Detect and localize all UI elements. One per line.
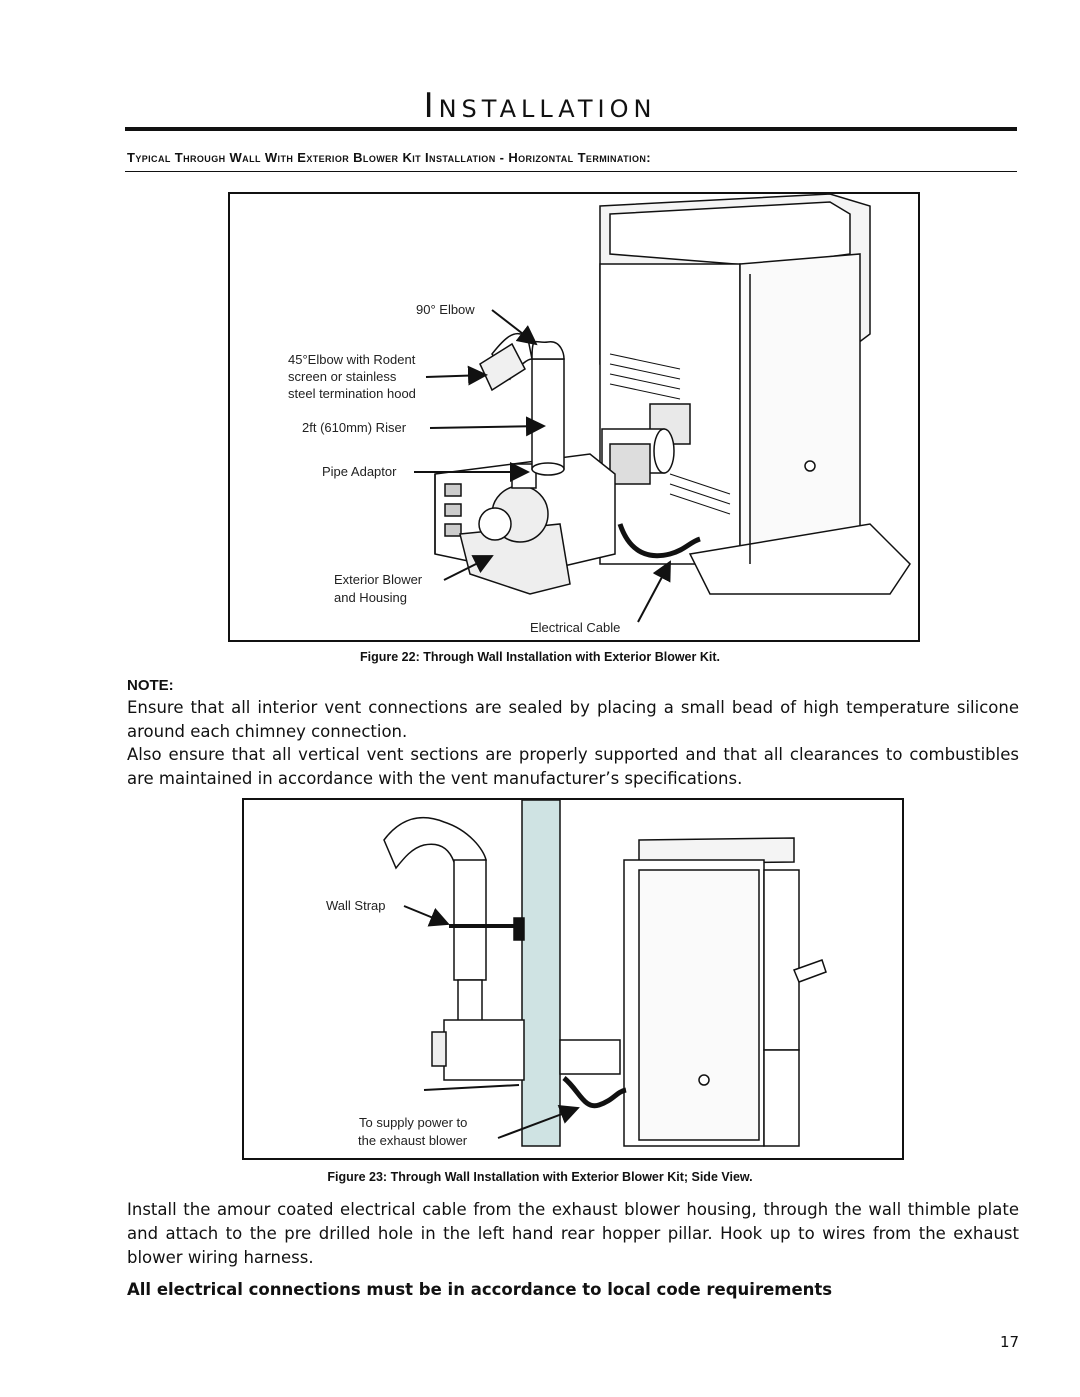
- label-electrical-cable: Electrical Cable: [530, 620, 620, 635]
- section-divider: [125, 171, 1017, 172]
- figure-22-caption: Figure 22: Through Wall Installation wit…: [360, 650, 720, 664]
- supply-cable: [562, 1076, 627, 1109]
- note-label: NOTE:: [127, 677, 174, 694]
- figure-22-diagram: 90° Elbow 45°Elbow with Rodent screen or…: [228, 192, 920, 642]
- label-45-elbow-line3: steel termination hood: [288, 386, 416, 401]
- title-divider: [125, 127, 1017, 131]
- label-supply-power-line2: the exhaust blower: [358, 1133, 468, 1148]
- blower-housing: [434, 453, 616, 595]
- label-exterior-blower-line1: Exterior Blower: [334, 572, 423, 587]
- figure-23-illustration: Wall Strap To supply power to the exhaus…: [326, 799, 827, 1148]
- stove-illustration: [599, 193, 911, 595]
- stove-side-view: [623, 837, 827, 1147]
- figure-22-illustration: 90° Elbow 45°Elbow with Rodent screen or…: [288, 193, 911, 635]
- label-pipe-adaptor: Pipe Adaptor: [322, 464, 397, 479]
- page-number: 17: [1000, 1333, 1020, 1351]
- note-paragraph-2: Also ensure that all vertical vent secti…: [127, 745, 1019, 788]
- label-supply-power-line1: To supply power to: [359, 1115, 467, 1130]
- label-exterior-blower-line2: and Housing: [334, 590, 407, 605]
- label-90-elbow: 90° Elbow: [416, 302, 475, 317]
- label-wall-strap: Wall Strap: [326, 898, 385, 913]
- label-riser: 2ft (610mm) Riser: [302, 420, 407, 435]
- wall-section: [521, 799, 561, 1147]
- label-45-elbow-line2: screen or stainless: [288, 369, 397, 384]
- section-heading: Typical Through Wall With Exterior Blowe…: [127, 150, 651, 165]
- install-paragraph: Install the amour coated electrical cabl…: [127, 1200, 1019, 1267]
- vent-riser: [479, 332, 565, 476]
- code-requirement-note: All electrical connections must be in ac…: [127, 1280, 833, 1299]
- electrical-cable: [617, 523, 701, 559]
- vent-pipe: [383, 817, 621, 1091]
- page-title: Installation: [423, 86, 657, 126]
- note-paragraph-1: Ensure that all interior vent connection…: [127, 698, 1019, 741]
- label-45-elbow-line1: 45°Elbow with Rodent: [288, 352, 416, 367]
- figure-23-diagram: Wall Strap To supply power to the exhaus…: [242, 798, 904, 1160]
- figure-23-caption: Figure 23: Through Wall Installation wit…: [327, 1170, 753, 1184]
